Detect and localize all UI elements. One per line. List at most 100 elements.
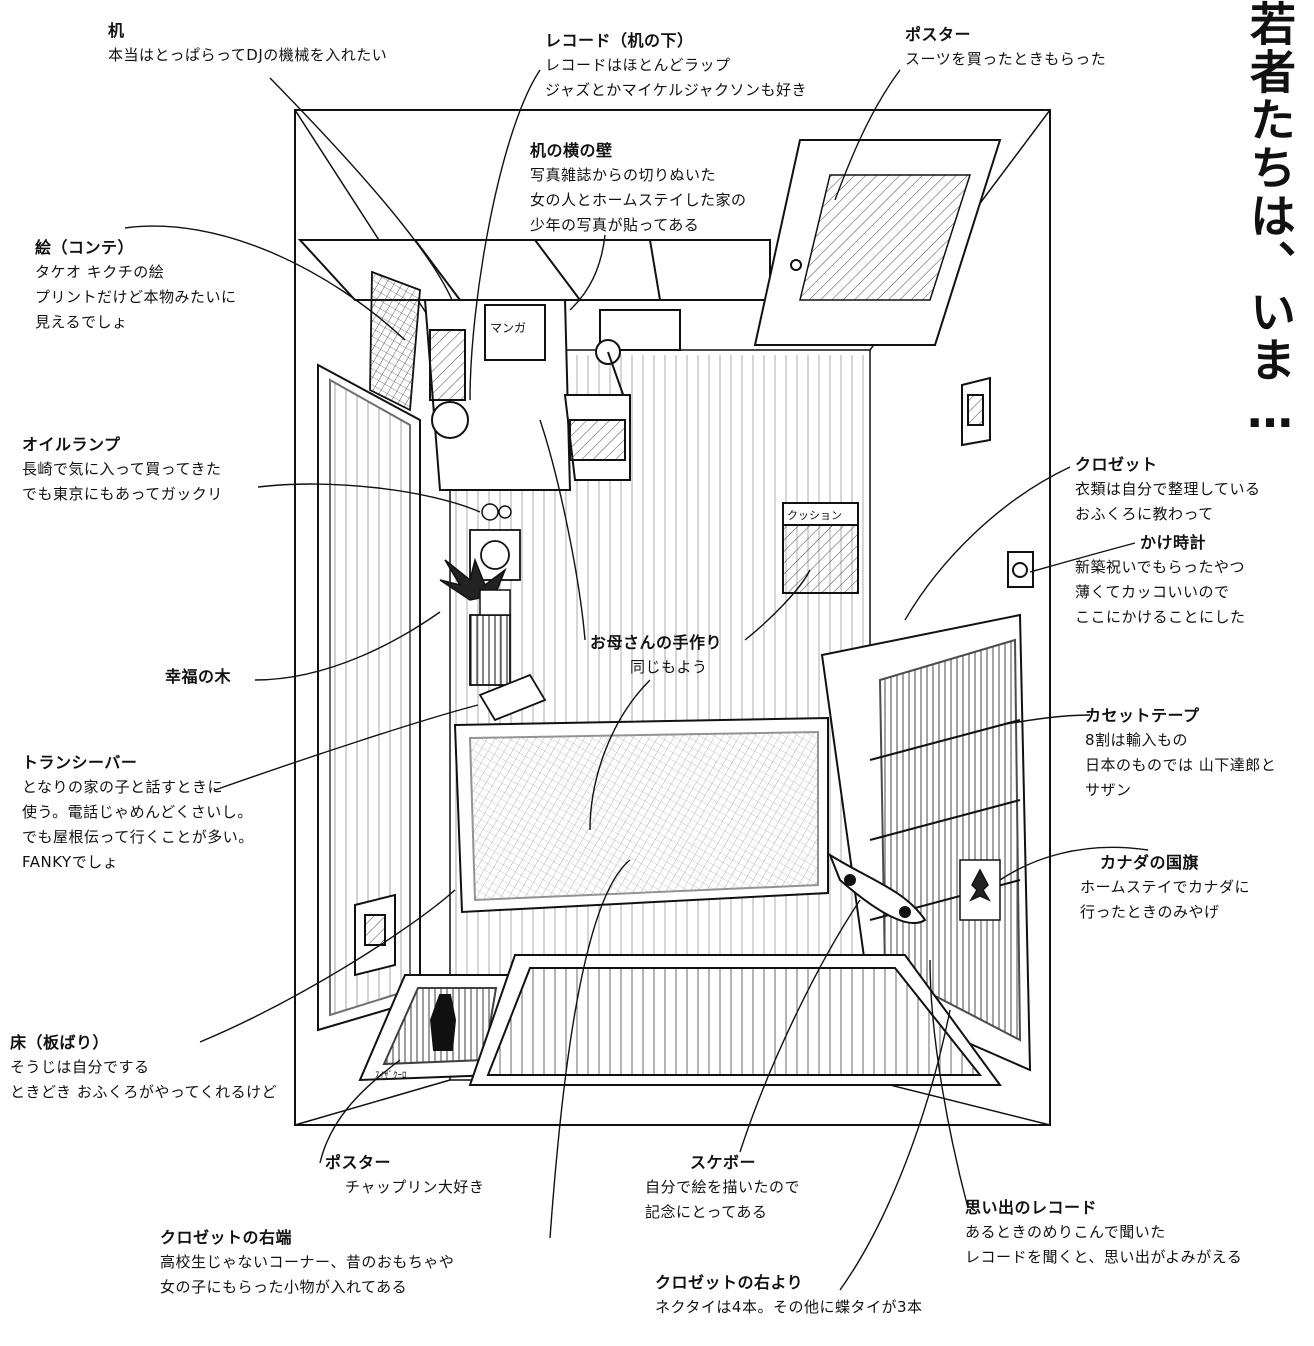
leader-desk <box>269 77 453 301</box>
wall-clock-drawing <box>1007 551 1034 588</box>
annotation-line: プリントだけど本物みたいに <box>35 288 237 306</box>
right-wall-frame <box>961 376 991 447</box>
annotation-title: レコード（机の下） <box>545 31 694 50</box>
annotation-line: 長崎で気に入って買ってきた <box>22 460 222 478</box>
poster-suit-drawing <box>799 174 972 301</box>
annotation-line: 高校生じゃないコーナー、昔のおもちゃや <box>160 1253 455 1271</box>
annotation-line: チャップリン大好き <box>345 1178 485 1196</box>
annotation-title: オイルランプ <box>22 435 121 454</box>
leader-handmade-1 <box>539 419 586 641</box>
leader-wall <box>569 234 606 311</box>
annotation-wall-clock: かけ時計 新築祝いでもらったやつ 薄くてカッコいいので ここにかけることにした <box>1075 530 1246 630</box>
annotation-line: 写真雑誌からの切りぬいた <box>530 166 717 184</box>
annotation-title: クロゼットの右より <box>655 1273 804 1292</box>
leader-lines <box>124 69 1149 1291</box>
manga-label: マンガ <box>490 321 526 335</box>
annotation-closet-right-end: クロゼットの右端 高校生じゃないコーナー、昔のおもちゃや 女の子にもらった小物が… <box>160 1225 454 1300</box>
annotation-title: ポスター <box>905 25 972 44</box>
desk-drawing: マンガ <box>423 299 681 491</box>
annotation-title: ポスター <box>325 1153 392 1172</box>
annotation-line: タケオ キクチの絵 <box>35 263 165 281</box>
annotation-closet-right-side: クロゼットの右より ネクタイは4本。その他に蝶タイが3本 <box>655 1270 923 1320</box>
annotation-line: 女の人とホームステイした家の <box>530 191 747 209</box>
leader-clock <box>1029 542 1136 573</box>
annotation-title: トランシーバー <box>22 753 138 772</box>
annotation-line: FANKYでしょ <box>22 853 119 871</box>
annotation-line: でも屋根伝って行くことが多い。 <box>22 828 254 846</box>
annotation-title: 思い出のレコード <box>965 1198 1098 1217</box>
cushion-drawing: クッション <box>782 502 859 594</box>
leader-transceiver <box>214 704 479 791</box>
leader-closet <box>904 466 1071 621</box>
rug-drawing <box>468 954 1002 1086</box>
leader-handmade-3 <box>744 569 811 641</box>
leader-lamp <box>257 483 481 513</box>
annotation-happiness-tree: 幸福の木 <box>165 664 231 689</box>
annotation-line: 8割は輸入もの <box>1085 731 1189 749</box>
leader-floor <box>199 889 456 1043</box>
leader-tree <box>254 611 441 681</box>
leader-handmade-2 <box>589 679 651 831</box>
annotation-skateboard: スケボー 自分で絵を描いたので 記念にとってある <box>645 1150 800 1225</box>
wall-outlet <box>354 893 396 977</box>
annotation-line: レコードを聞くと、思い出がよみがえる <box>965 1248 1243 1266</box>
happiness-tree-drawing <box>439 557 511 616</box>
annotation-title: 幸福の木 <box>165 667 232 686</box>
annotation-handmade: お母さんの手作り 同じもよう <box>590 630 722 680</box>
annotation-line: レコードはほとんどラップ <box>545 56 731 74</box>
leader-records <box>469 69 541 401</box>
annotation-line: 女の子にもらった小物が入れてある <box>160 1278 408 1296</box>
annotation-cassette-tapes: カセットテープ 8割は輸入もの 日本のものでは 山下達郎と サザン <box>1085 703 1276 803</box>
wall-cabinet <box>297 239 771 301</box>
annotation-desk-side-wall: 机の横の壁 写真雑誌からの切りぬいた 女の人とホームステイした家の 少年の写真が… <box>530 138 747 238</box>
annotation-oil-lamp: オイルランプ 長崎で気に入って買ってきた でも東京にもあってガックリ <box>22 432 223 507</box>
canada-flag-drawing <box>959 859 1001 921</box>
leader-right-side <box>839 1009 951 1291</box>
leader-memory <box>929 959 969 1209</box>
annotation-title: 机 <box>108 21 125 40</box>
annotation-line: 同じもよう <box>630 658 708 676</box>
annotation-line: スーツを買ったときもらった <box>905 50 1107 68</box>
chair-drawing <box>563 394 631 481</box>
annotation-closet: クロゼット 衣類は自分で整理している おふくろに教わって <box>1075 452 1261 527</box>
side-title: 若者たちは、いま… <box>1243 0 1297 440</box>
annotation-line: ときどき おふくろがやってくれるけど <box>10 1083 278 1101</box>
skateboard-drawing <box>827 852 927 925</box>
annotation-line: 新築祝いでもらったやつ <box>1075 558 1246 576</box>
annotation-title: 机の横の壁 <box>530 141 613 160</box>
oil-lamp-drawing <box>481 503 512 521</box>
poster-chaplin-text: ｽｲｻﾞｸｰﾛ <box>375 1070 407 1081</box>
annotation-desk: 机 本当はとっぱらってDJの機械を入れたい <box>108 18 387 68</box>
painting-drawing <box>369 270 421 412</box>
annotation-line: 見えるでしょ <box>35 313 128 331</box>
annotation-title: 床（板ばり） <box>10 1033 110 1052</box>
leader-right-end <box>549 859 631 1239</box>
annotation-line: 日本のものでは 山下達郎と <box>1085 756 1277 774</box>
leader-skate <box>739 899 861 1153</box>
annotation-title: クロゼット <box>1075 455 1158 474</box>
door <box>753 139 1002 346</box>
annotation-title: 絵（コンテ） <box>35 238 135 257</box>
annotation-line: ネクタイは4本。その他に蝶タイが3本 <box>655 1298 923 1316</box>
annotation-memory-record: 思い出のレコード あるときのめりこんで聞いた レコードを聞くと、思い出がよみがえ… <box>965 1195 1242 1270</box>
annotation-line: でも東京にもあってガックリ <box>22 485 223 503</box>
leader-chaplin <box>319 1059 401 1164</box>
annotation-line: 薄くてカッコいいので <box>1075 583 1230 601</box>
bed-drawing <box>453 716 829 914</box>
annotation-line: 使う。電話じゃめんどくさいし。 <box>22 803 253 821</box>
annotation-poster-chaplin: ポスター チャップリン大好き <box>325 1150 484 1200</box>
annotation-line: ジャズとかマイケルジャクソンも好き <box>545 81 808 99</box>
annotation-poster-suit: ポスター スーツを買ったときもらった <box>905 22 1106 72</box>
annotation-line: 衣類は自分で整理している <box>1075 480 1261 498</box>
annotation-line: あるときのめりこんで聞いた <box>965 1223 1166 1241</box>
annotation-transceiver: トランシーバー となりの家の子と話すときに 使う。電話じゃめんどくさいし。 でも… <box>22 750 254 875</box>
annotation-title: カナダの国旗 <box>1100 853 1200 872</box>
annotation-title: クロゼットの右端 <box>160 1228 293 1247</box>
annotation-floor: 床（板ばり） そうじは自分でする ときどき おふくろがやってくれるけど <box>10 1030 277 1105</box>
annotation-title: カセットテープ <box>1085 706 1200 725</box>
cushion-label: クッション <box>787 509 842 522</box>
annotation-line: 記念にとってある <box>645 1203 768 1221</box>
annotation-line: 行ったときのみやげ <box>1080 903 1220 921</box>
